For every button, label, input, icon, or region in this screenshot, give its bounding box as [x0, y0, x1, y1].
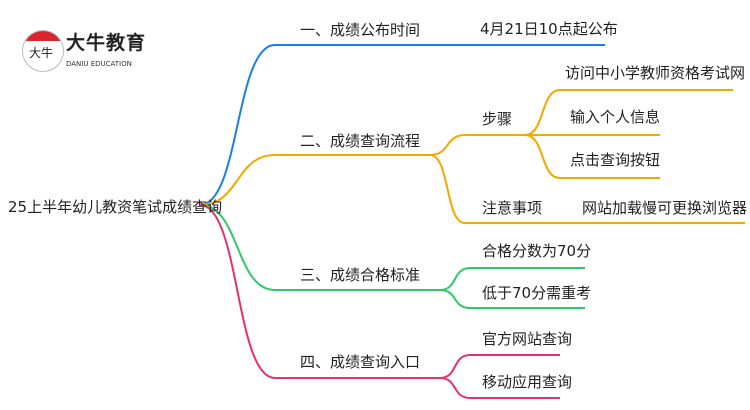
branch-3-node: 三、成绩合格标准	[300, 266, 421, 284]
logo-name: 大牛教育	[66, 32, 147, 54]
branch-1-child-1: 4月21日10点起公布	[480, 20, 618, 38]
root-node: 25上半年幼儿教资笔试成绩查询	[8, 198, 223, 216]
branch-4-child-2-line	[439, 377, 560, 399]
branch-2-line	[199, 154, 430, 206]
branch-4-child-2: 移动应用查询	[482, 373, 573, 391]
note-1: 网站加载慢可更换浏览器	[582, 199, 748, 217]
branch-3-line	[199, 204, 440, 291]
branch-1-line	[199, 44, 605, 206]
branch-2-node: 二、成绩查询流程	[300, 132, 421, 150]
logo-icon: 大牛	[22, 30, 64, 72]
step-3-line	[524, 134, 660, 179]
branch-3-child-2: 低于70分需重考	[482, 284, 592, 302]
steps-line	[429, 134, 525, 156]
branch-3-child-1: 合格分数为70分	[482, 242, 592, 260]
step-3: 点击查询按钮	[570, 151, 661, 169]
step-2: 输入个人信息	[570, 108, 661, 126]
branch-3-child-2-line	[439, 289, 585, 309]
notes-line	[429, 154, 745, 224]
branch-4-child-1: 官方网站查询	[482, 330, 573, 348]
notes-node: 注意事项	[482, 199, 543, 217]
logo-mark: 大牛	[29, 46, 54, 60]
branch-1-node: 一、成绩公布时间	[300, 21, 421, 39]
branch-4-node: 四、成绩查询入口	[300, 353, 421, 371]
step-1-line	[524, 89, 733, 136]
logo-subtitle: DANIU EDUCATION	[66, 60, 132, 68]
steps-node: 步骤	[482, 110, 513, 128]
branch-3-child-1-line	[439, 267, 585, 291]
branch-4-line	[199, 204, 440, 379]
branch-4-child-1-line	[439, 354, 560, 379]
step-1: 访问中小学教师资格考试网	[565, 64, 746, 82]
